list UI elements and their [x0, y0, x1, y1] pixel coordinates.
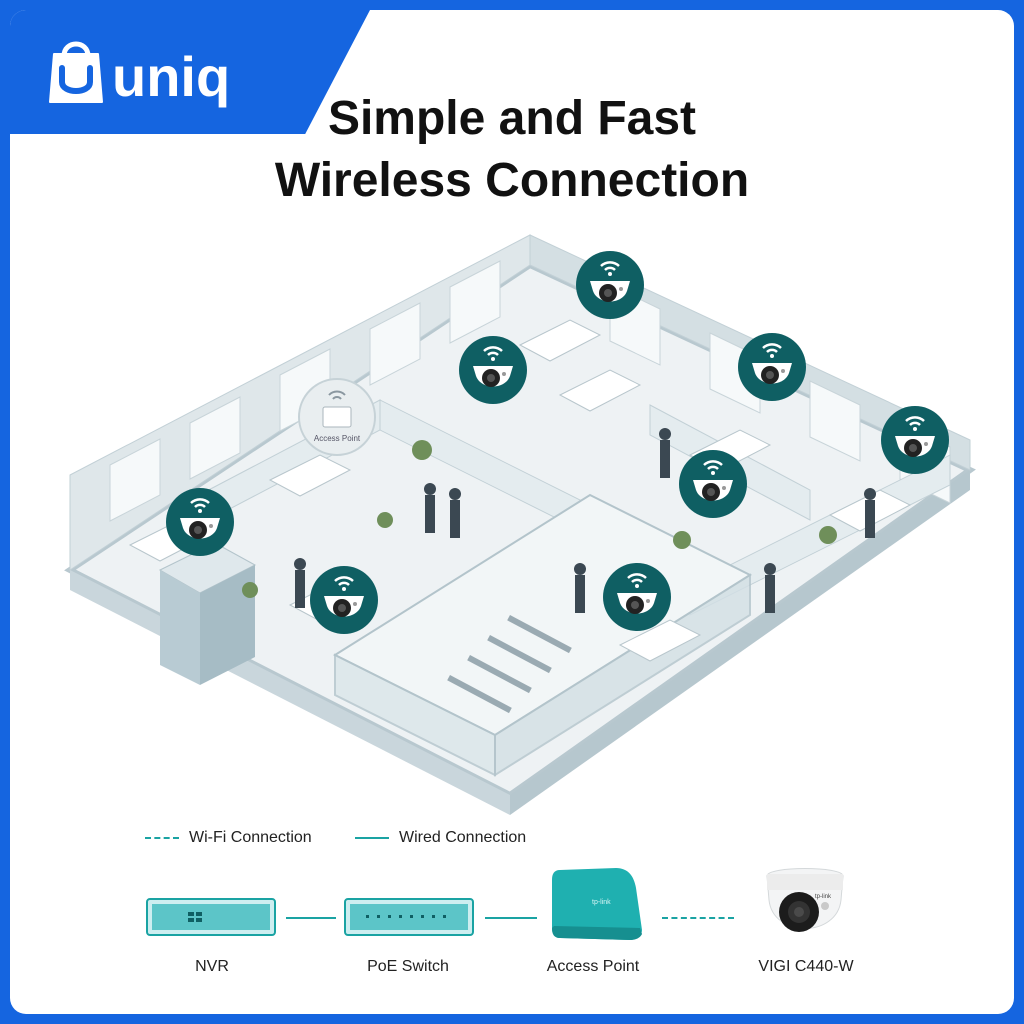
elevator-block: [158, 542, 257, 685]
poe-switch-device-icon: [344, 898, 474, 936]
wired-connector: [485, 917, 537, 919]
access-point-device-icon: tp-link: [552, 868, 642, 940]
vigi-camera-device-icon: tp-link: [766, 868, 844, 932]
brand-name: uniq: [112, 45, 230, 108]
camera-badge: [457, 334, 529, 406]
camera-badge: [879, 404, 951, 476]
nvr-device-icon: [146, 898, 276, 936]
access-point-badge: Access Point: [298, 378, 376, 456]
camera-badge: [308, 564, 380, 636]
poe-switch-label: PoE Switch: [367, 958, 449, 975]
access-point-label: Access Point: [546, 958, 640, 975]
camera-badge: [677, 448, 749, 520]
camera-badge: [164, 486, 236, 558]
uniq-logo: uniq: [49, 41, 230, 108]
camera-label: VIGI C440-W: [758, 958, 854, 975]
camera-badge: [601, 561, 673, 633]
page-title: Simple and Fast Wireless Connection: [10, 88, 1014, 212]
title-line-1: Simple and Fast: [327, 92, 697, 145]
camera-badge: [574, 249, 646, 321]
wifi-connector: [662, 917, 734, 919]
meeting-room: [332, 493, 753, 777]
legend-wifi: Wi-Fi Connection: [145, 826, 312, 850]
legend-wifi-label: Wi-Fi Connection: [189, 829, 312, 846]
camera-badge: [736, 331, 808, 403]
device-chain: tp-link tp-link NVR PoE Switch Access Po…: [10, 860, 1014, 990]
office-floor-illustration: Access Point: [64, 234, 976, 815]
svg-text:tp-link: tp-link: [592, 899, 611, 906]
legend-wired: Wired Connection: [355, 826, 526, 850]
svg-text:tp-link: tp-link: [815, 894, 832, 900]
title-line-2: Wireless Connection: [274, 154, 750, 207]
dashed-line-icon: [145, 837, 179, 839]
solid-line-icon: [355, 837, 389, 839]
legend-wired-label: Wired Connection: [399, 829, 527, 846]
access-point-badge-label: Access Point: [314, 434, 361, 443]
content-card: uniq Simple and Fast Wireless Connection: [10, 10, 1014, 1014]
wifi-icon: [328, 390, 346, 400]
nvr-label: NVR: [195, 958, 229, 975]
wired-connector: [286, 917, 336, 919]
shopping-bag-icon: [49, 41, 103, 103]
